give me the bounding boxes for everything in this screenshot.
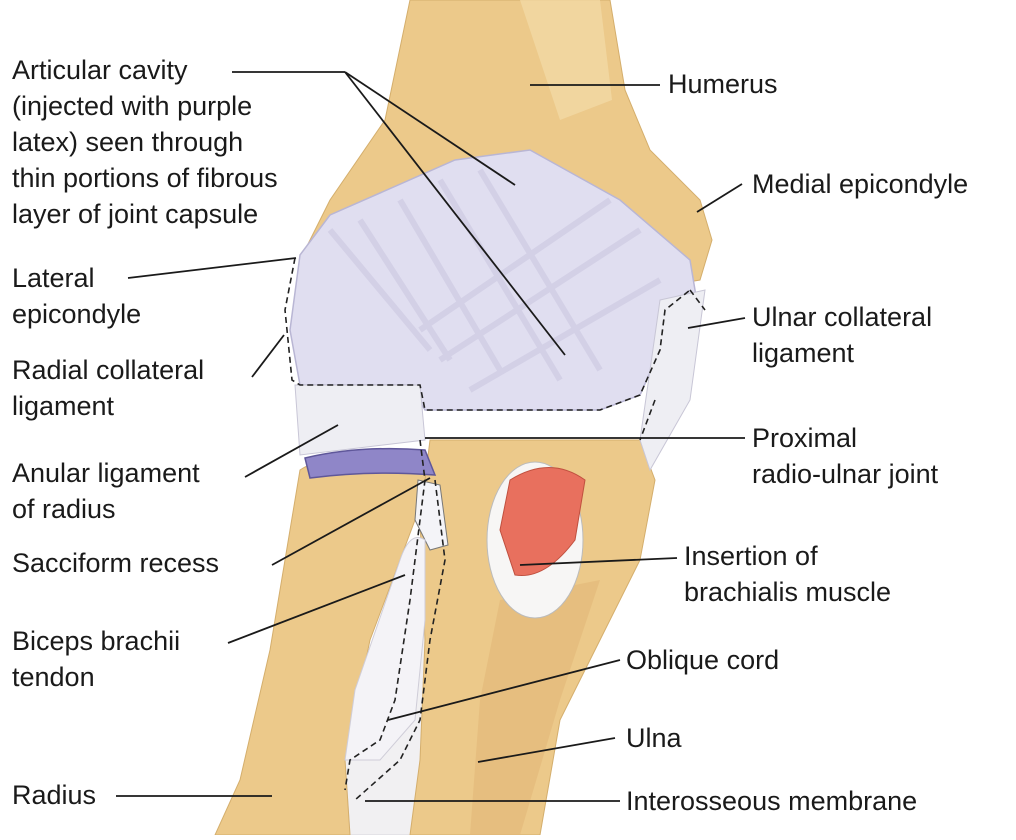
label-articular-cavity-line2: (injected with purple (12, 88, 278, 124)
label-interosseous-membrane: Interosseous membrane (626, 783, 917, 819)
label-ulnar-collateral-line2: ligament (752, 335, 932, 371)
label-anular-ligament: Anular ligament of radius (12, 455, 200, 527)
label-biceps-tendon-line2: tendon (12, 659, 180, 695)
label-articular-cavity-line1: Articular cavity (12, 52, 278, 88)
label-biceps-tendon-line1: Biceps brachii (12, 623, 180, 659)
label-proximal-radio-ulnar: Proximal radio-ulnar joint (752, 420, 938, 492)
label-articular-cavity-line5: layer of joint capsule (12, 196, 278, 232)
label-oblique-cord: Oblique cord (626, 642, 779, 678)
label-biceps-tendon: Biceps brachii tendon (12, 623, 180, 695)
label-radial-collateral: Radial collateral ligament (12, 352, 204, 424)
label-radius-line1: Radius (12, 777, 96, 813)
label-lateral-epicondyle-line2: epicondyle (12, 296, 141, 332)
label-medial-epicondyle: Medial epicondyle (752, 166, 968, 202)
label-lateral-epicondyle-line1: Lateral (12, 260, 141, 296)
label-sacciform-recess: Sacciform recess (12, 545, 219, 581)
label-ulna: Ulna (626, 720, 682, 756)
label-radial-collateral-line1: Radial collateral (12, 352, 204, 388)
label-articular-cavity-line3: latex) seen through (12, 124, 278, 160)
label-oblique-cord-line1: Oblique cord (626, 642, 779, 678)
label-lateral-epicondyle: Lateral epicondyle (12, 260, 141, 332)
label-medial-epicondyle-line1: Medial epicondyle (752, 166, 968, 202)
label-articular-cavity: Articular cavity (injected with purple l… (12, 52, 278, 232)
label-radial-collateral-line2: ligament (12, 388, 204, 424)
radial-collateral-ligament (295, 385, 425, 455)
label-ulna-line1: Ulna (626, 720, 682, 756)
anular-ligament (305, 449, 435, 478)
leader-lateral-epicondyle (128, 258, 296, 278)
label-articular-cavity-line4: thin portions of fibrous (12, 160, 278, 196)
label-humerus: Humerus (668, 66, 778, 102)
leader-radial-collateral (252, 335, 284, 377)
label-anular-ligament-line2: of radius (12, 491, 200, 527)
label-anular-ligament-line1: Anular ligament (12, 455, 200, 491)
label-brachialis-insertion-line2: brachialis muscle (684, 574, 891, 610)
label-humerus-line1: Humerus (668, 66, 778, 102)
leader-medial-epicondyle (697, 184, 742, 212)
label-brachialis-insertion-line1: Insertion of (684, 538, 891, 574)
label-proximal-radio-ulnar-line1: Proximal (752, 420, 938, 456)
label-brachialis-insertion: Insertion of brachialis muscle (684, 538, 891, 610)
label-radius: Radius (12, 777, 96, 813)
label-interosseous-membrane-line1: Interosseous membrane (626, 783, 917, 819)
label-proximal-radio-ulnar-line2: radio-ulnar joint (752, 456, 938, 492)
label-ulnar-collateral: Ulnar collateral ligament (752, 299, 932, 371)
label-sacciform-recess-line1: Sacciform recess (12, 545, 219, 581)
label-ulnar-collateral-line1: Ulnar collateral (752, 299, 932, 335)
